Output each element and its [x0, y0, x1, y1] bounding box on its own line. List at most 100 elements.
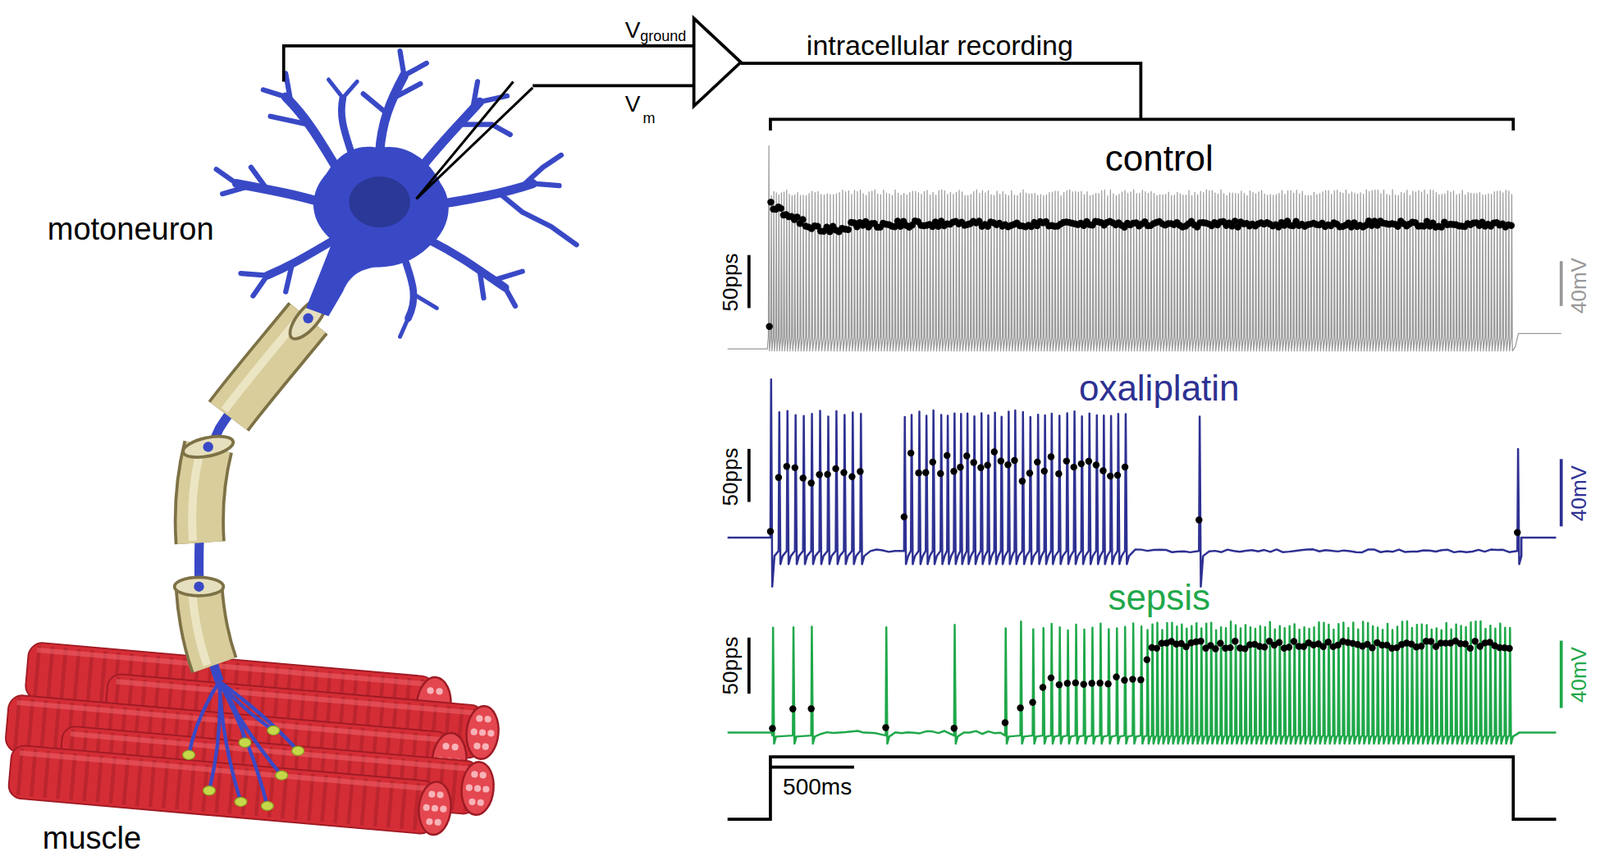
myofibril-dot [442, 742, 450, 750]
myofibril-dot [481, 742, 490, 750]
fibre-striation [74, 649, 79, 700]
dendrite [400, 295, 438, 337]
synaptic-bouton [267, 725, 280, 735]
rate-scale-bar [747, 448, 751, 503]
rate-scale-bar [747, 255, 751, 309]
dendrite [406, 263, 414, 319]
tissue-label: muscle [42, 822, 142, 854]
dendrite [216, 167, 268, 194]
myofibril-dot [439, 804, 448, 813]
firing-rate-dot [1211, 644, 1219, 652]
myofibril-dot [482, 785, 490, 793]
dendrite [285, 96, 337, 169]
myelin-end [174, 576, 224, 595]
micropipette [416, 81, 533, 199]
firing-rate-dot [1143, 656, 1151, 663]
voltage-scale-bar [1559, 640, 1564, 709]
synaptic-bouton [202, 786, 215, 796]
voltage-scale-label: 40mV [1568, 646, 1590, 703]
firing-rate-dot [1231, 637, 1239, 645]
dendrite [480, 269, 523, 307]
dendrite [363, 50, 427, 115]
firing-rate-dot [1285, 643, 1293, 650]
firing-rate-dot [768, 724, 776, 732]
firing-rate-dot [777, 205, 785, 212]
firing-rate-dot [1028, 699, 1036, 706]
myofibril-dot [428, 790, 436, 798]
firing-rate-dot [807, 479, 814, 486]
firing-rate-dot [1427, 637, 1435, 645]
firing-rate-dot [823, 470, 831, 478]
fibre-end [416, 780, 453, 837]
firing-rate-dot [1129, 675, 1136, 682]
firing-rate-dot [1114, 471, 1121, 479]
recording-label: intracellular recording [806, 31, 1074, 60]
myofibril-dot [470, 727, 478, 736]
myofibril-dot [422, 803, 430, 811]
synaptic-bouton [275, 770, 288, 780]
firing-rate-dot [1039, 683, 1047, 691]
firing-rate-dot [1001, 718, 1009, 726]
firing-rate-dot [1069, 463, 1077, 471]
myofibril-dot [434, 818, 442, 826]
firing-rate-dot [1104, 680, 1111, 687]
myofibril-dot [468, 797, 476, 805]
myofibril-dot [487, 729, 495, 737]
dendrite [240, 265, 292, 296]
firing-rate-dot [1195, 516, 1203, 523]
voltage-scale-label: 40mV [1568, 465, 1590, 522]
dendrite [499, 155, 576, 245]
subscript: ground [640, 28, 686, 44]
myelin-highlight [192, 588, 208, 665]
dendrite [328, 79, 357, 98]
firing-rate-dot [1368, 644, 1376, 651]
firing-rate-dot [1004, 461, 1011, 468]
firing-rate-dot [1019, 477, 1026, 485]
time-scale-bar [770, 765, 855, 769]
firing-rate-dot [1231, 217, 1239, 224]
condition-label: sepsis [1107, 579, 1211, 616]
dendrite [459, 81, 511, 135]
firing-rate-dot [1079, 681, 1087, 688]
fibre-end [464, 704, 501, 761]
myelin-end [181, 432, 235, 462]
firing-rate-dot [943, 452, 951, 459]
firing-rate-dot [765, 322, 773, 330]
myofibril-dot [425, 818, 434, 826]
firing-rate-dot [1063, 457, 1070, 465]
firing-rate-dot [1197, 637, 1204, 645]
firing-rate-dot [1508, 221, 1515, 229]
axon-core [193, 580, 204, 591]
myofibril-dot [431, 804, 439, 812]
myofibril-dot [474, 784, 482, 792]
firing-rate-dot [844, 226, 851, 234]
firing-rate-dot [800, 474, 807, 481]
nucleus [348, 176, 411, 228]
firing-rate-dot [950, 724, 958, 732]
firing-rate-dot [767, 527, 774, 535]
firing-rate-dot [1096, 679, 1103, 686]
firing-rate-dot [789, 705, 796, 713]
firing-rate-dot [1121, 463, 1129, 471]
fibre-highlight [19, 749, 430, 791]
firing-rate-dot [1072, 679, 1079, 686]
firing-rate-dot [1120, 676, 1128, 683]
firing-rate-dot [997, 457, 1005, 465]
firing-rate-dot [856, 467, 864, 475]
recording-circuit [283, 18, 1514, 199]
firing-rate-dot [783, 462, 791, 470]
myofibril-dot [451, 743, 459, 751]
synaptic-bouton [234, 796, 247, 806]
myofibril-dot [473, 741, 481, 750]
firing-rate-dot [848, 472, 855, 480]
myofibril-dot [426, 686, 435, 695]
firing-rate-dot [1112, 673, 1120, 681]
myofibril-dot [475, 714, 484, 723]
myofibril-dot [465, 783, 473, 791]
firing-rate-dot [1099, 466, 1107, 474]
firing-rate-dot [1092, 461, 1100, 468]
firing-rate-dot [963, 452, 970, 459]
firing-rate-dot [799, 215, 806, 223]
